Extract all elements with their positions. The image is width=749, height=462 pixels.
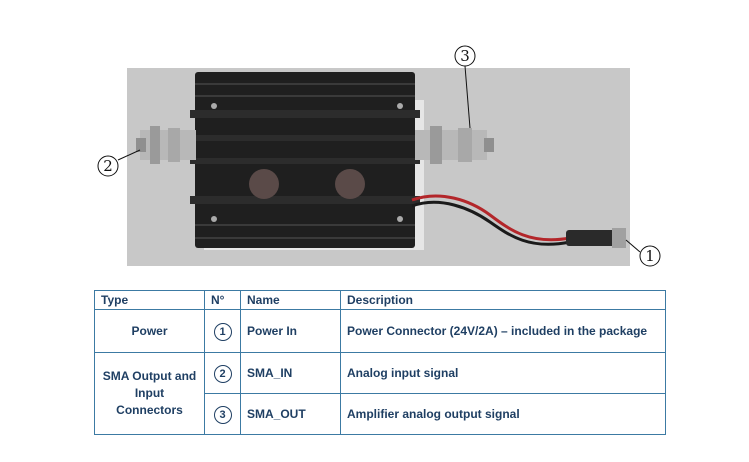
number-cell: 2 — [204, 352, 241, 394]
table-header-row: Type N° Name Description — [94, 290, 666, 310]
type-cell: SMA Output and Input Connectors — [94, 352, 205, 435]
header-name: Name — [240, 290, 341, 310]
callout-1: 1 — [625, 239, 661, 267]
name-cell: SMA_OUT — [240, 393, 341, 435]
header-number: N° — [204, 290, 241, 310]
table-row: 3 SMA_OUT Amplifier analog output signal — [95, 393, 666, 435]
name-cell: Power In — [240, 309, 341, 353]
amplifier-photo: 1 2 3 — [97, 45, 661, 267]
circled-number: 3 — [213, 405, 232, 424]
header-type: Type — [94, 290, 205, 310]
power-cable — [411, 194, 626, 248]
circled-number: 1 — [213, 322, 232, 341]
callout-2-number: 2 — [103, 157, 113, 175]
callout-3-number: 3 — [460, 47, 470, 65]
circled-number: 2 — [213, 364, 232, 383]
sma-in-connector — [136, 126, 196, 164]
number-cell: 1 — [204, 309, 241, 353]
description-cell: Analog input signal — [340, 352, 666, 394]
header-description: Description — [340, 290, 666, 310]
heatsink — [190, 72, 420, 248]
type-cell: Power — [94, 309, 205, 353]
table-row: SMA Output and Input Connectors 2 SMA_IN… — [94, 352, 666, 435]
name-cell: SMA_IN — [240, 352, 341, 394]
description-cell: Amplifier analog output signal — [340, 393, 666, 435]
table-row: Power 1 Power In Power Connector (24V/2A… — [94, 309, 666, 353]
callout-1-number: 1 — [645, 247, 655, 265]
callout-3: 3 — [454, 45, 476, 129]
number-cell: 3 — [204, 393, 241, 435]
sma-out-connector — [415, 126, 494, 164]
callout-2: 2 — [97, 149, 141, 177]
description-cell: Power Connector (24V/2A) – included in t… — [340, 309, 666, 353]
connector-table: Type N° Name Description Power 1 Power I… — [94, 290, 666, 435]
